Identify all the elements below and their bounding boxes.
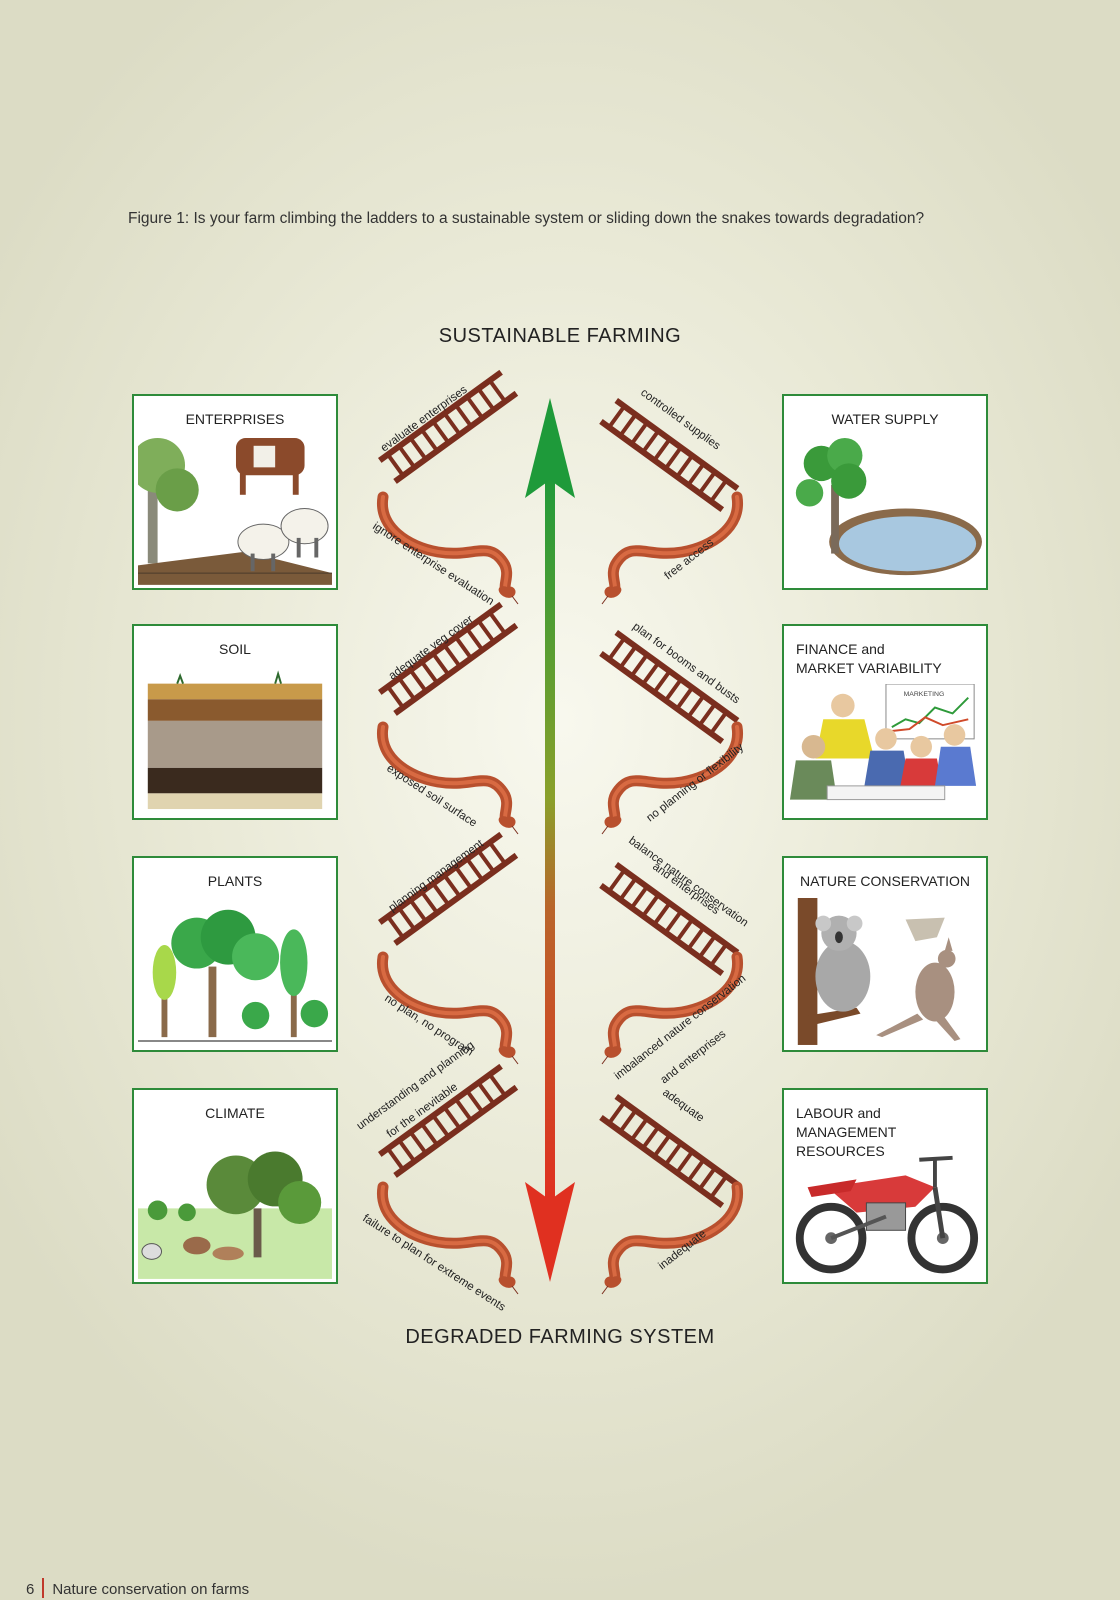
panel-water-supply: WATER SUPPLY (782, 394, 988, 590)
panel-title-finance: FINANCE and MARKET VARIABILITY (796, 640, 986, 678)
illustration-business-meeting: MARKETING (789, 684, 977, 801)
ladder-label-labour: adequate (660, 1087, 706, 1125)
ladder-label-nature-2: and enterprises (650, 861, 721, 917)
ladder-label-plants: planning management (387, 837, 487, 914)
illustration-trees (138, 909, 332, 1043)
snake-finance (602, 727, 738, 834)
ladder-label-enterprises: evaluate enterprises (379, 384, 470, 455)
panel-title-plants: PLANTS (207, 873, 263, 889)
panel-enterprises: ENTERPRISES (132, 394, 338, 590)
ladder-enterprises (378, 369, 519, 484)
panel-nature-conservation: NATURE CONSERVATION (782, 856, 988, 1052)
panel-soil: SOIL (132, 624, 338, 820)
panel-title-climate: CLIMATE (205, 1105, 265, 1121)
panel-title-nature-conservation: NATURE CONSERVATION (799, 873, 971, 889)
page-footer: 6 Nature conservation on farms (26, 1578, 249, 1598)
illustration-koala-kangaroo (797, 898, 961, 1045)
panel-title-labour-2: MANAGEMENT RESOURCES (796, 1124, 897, 1159)
snake-label-climate: failure to plan for extreme events (360, 1212, 507, 1313)
panel-labour: LABOUR and MANAGEMENT RESOURCES (782, 1088, 988, 1284)
ladder-soil (378, 601, 519, 716)
marketing-board-label: MARKETING (904, 691, 945, 698)
illustration-landscape-animals (138, 1151, 332, 1279)
snake-label-enterprises: ignore enterprise evaluation (370, 520, 496, 607)
panel-plants: PLANTS (132, 856, 338, 1052)
panel-title-labour: LABOUR and MANAGEMENT RESOURCES (796, 1104, 986, 1161)
snake-label-labour: inadequate (656, 1228, 708, 1273)
snake-label-plants: no plan, no program (382, 992, 475, 1058)
panel-title-soil: SOIL (219, 641, 251, 657)
panel-finance: FINANCE and MARKET VARIABILITY MARKETING (782, 624, 988, 820)
snake-water-supply (602, 497, 738, 604)
page-number: 6 (26, 1581, 35, 1598)
ladder-plants (378, 831, 519, 946)
figure-caption: Figure 1: Is your farm climbing the ladd… (128, 210, 925, 227)
ladder-labour (599, 1094, 740, 1209)
illustration-dam-tree (795, 437, 982, 576)
snake-label-water-supply: free access (662, 537, 716, 583)
illustration-cattle-sheep (138, 437, 332, 585)
footer-separator (42, 1578, 45, 1598)
footer-title: Nature conservation on farms (52, 1581, 250, 1598)
illustration-motorbike (795, 1155, 979, 1274)
panel-climate: CLIMATE (132, 1088, 338, 1284)
illustration-soil-profile (147, 670, 323, 810)
vertical-double-arrow (525, 398, 575, 1282)
top-label: SUSTAINABLE FARMING (438, 325, 682, 347)
panel-title-water-supply: WATER SUPPLY (831, 411, 939, 427)
panel-title-finance-1: FINANCE and (796, 641, 885, 657)
panel-title-finance-2: MARKET VARIABILITY (796, 660, 942, 676)
panel-title-labour-1: LABOUR and (796, 1105, 881, 1121)
bottom-label: DEGRADED FARMING SYSTEM (405, 1326, 715, 1348)
panel-title-enterprises: ENTERPRISES (185, 411, 285, 427)
snake-label-soil: exposed soil surface (384, 762, 478, 829)
